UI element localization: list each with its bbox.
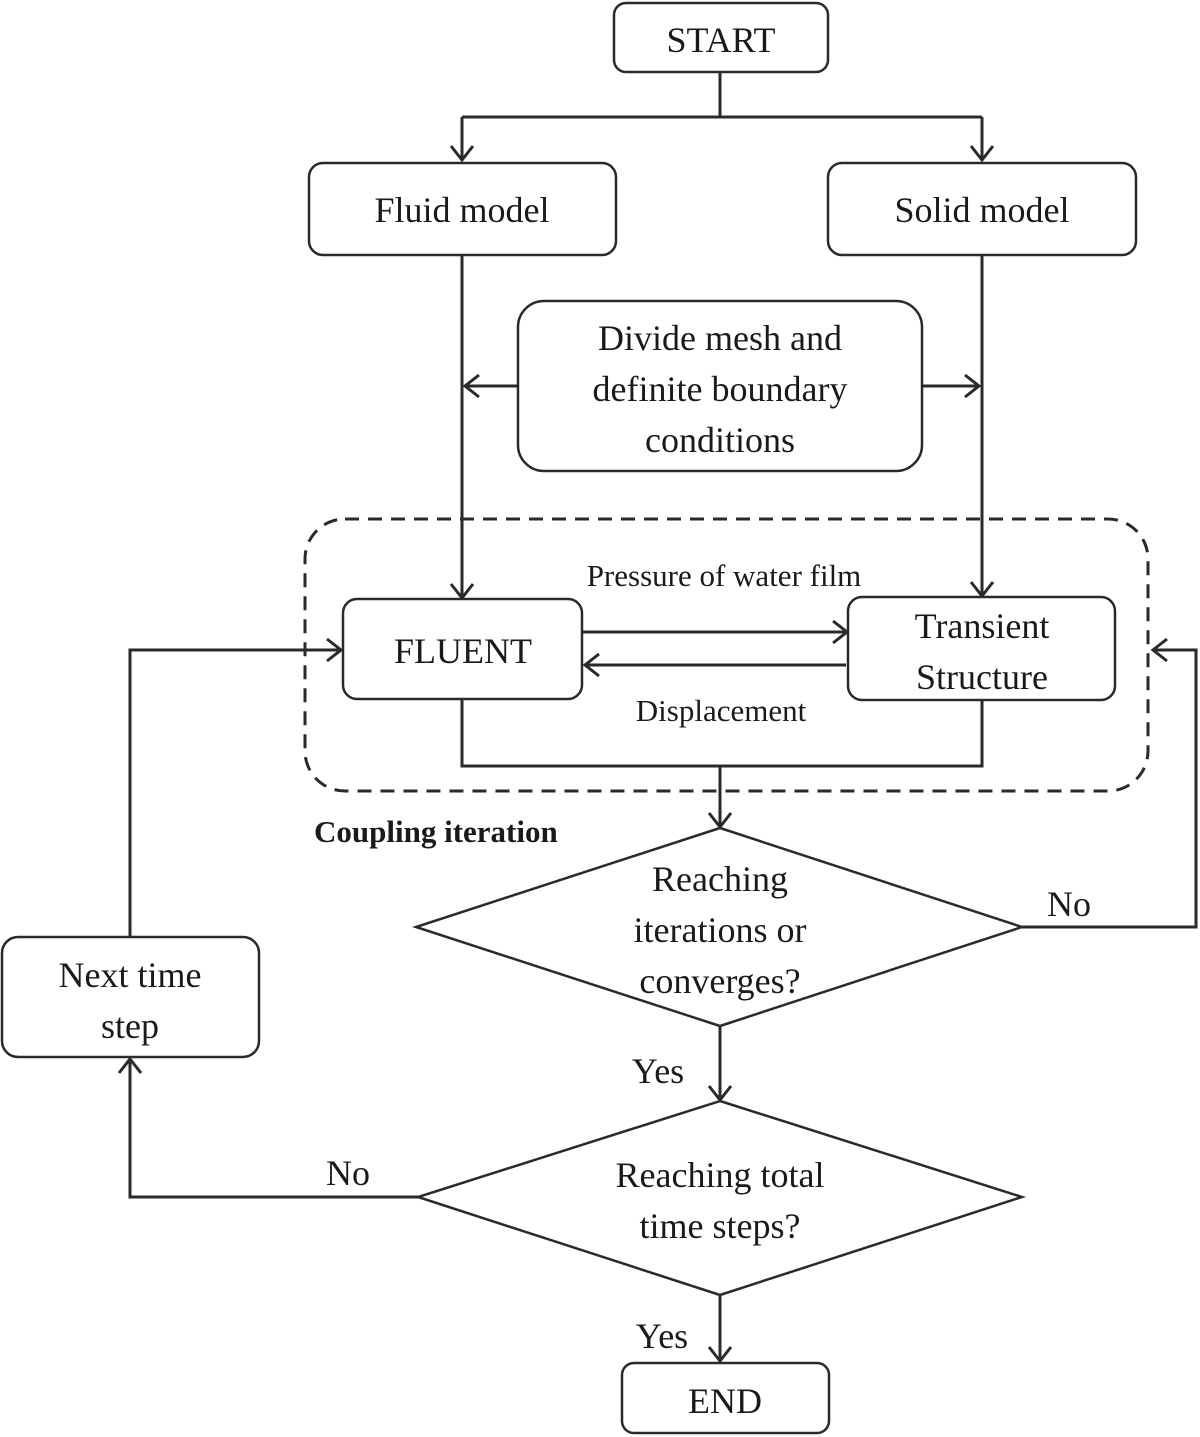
- fluid-model-label: Fluid model: [374, 190, 549, 230]
- decision-iterations-node: [411, 826, 1027, 1028]
- edge-time-no: [128, 1060, 418, 1199]
- edge-iter-no: [1022, 648, 1198, 929]
- decision-time-steps-node: [413, 1099, 1027, 1297]
- decision-iter-line-1: Reaching: [652, 859, 788, 899]
- next-time-step-node: [0, 935, 261, 1059]
- coupling-iteration-group: [303, 517, 1150, 793]
- next-step-line-1: Next time: [59, 955, 202, 995]
- solid-model-label: Solid model: [894, 190, 1069, 230]
- arrowhead-iter-no: [1150, 637, 1168, 663]
- end-node: [620, 1361, 831, 1435]
- mesh-label-line-1: Divide mesh and: [598, 318, 842, 358]
- edge-next-fluent: [128, 648, 340, 936]
- transient-label-line-1: Transient: [915, 606, 1050, 646]
- transient-label-line-2: Structure: [916, 657, 1048, 697]
- arrowhead-time-no: [117, 1056, 143, 1074]
- start-label: START: [667, 20, 776, 60]
- arrowhead-time-yes: [707, 1346, 733, 1364]
- edge-merge: [460, 699, 984, 826]
- solid-model-node: [826, 161, 1138, 257]
- end-label: END: [688, 1381, 762, 1421]
- fluent-node: [341, 597, 584, 701]
- mesh-label-line-3: conditions: [645, 420, 795, 460]
- decision-time-line-1: Reaching total: [616, 1155, 825, 1195]
- arrowhead-to-solid: [969, 145, 995, 163]
- displacement-label: Displacement: [636, 693, 807, 728]
- transient-structure-node: [846, 595, 1117, 702]
- decision-iter-line-3: converges?: [639, 961, 800, 1001]
- edge-start-split: [460, 72, 984, 158]
- decision-iter-line-2: iterations or: [634, 910, 807, 950]
- start-node: [612, 1, 830, 74]
- time-no-label: No: [326, 1153, 370, 1193]
- arrowhead-mesh-right: [964, 373, 982, 399]
- decision-time-line-2: time steps?: [640, 1206, 801, 1246]
- next-step-line-2: step: [101, 1006, 159, 1046]
- iter-no-label: No: [1047, 884, 1091, 924]
- arrowhead-next-fluent: [326, 637, 344, 663]
- arrowhead-mesh-left: [462, 373, 480, 399]
- pressure-label: Pressure of water film: [587, 558, 862, 593]
- fluid-model-node: [307, 161, 618, 257]
- mesh-node: [516, 299, 924, 473]
- fluent-label: FLUENT: [394, 631, 532, 671]
- coupling-iteration-label: Coupling iteration: [314, 814, 558, 849]
- arrowhead-displacement: [582, 652, 600, 678]
- mesh-label-line-2: definite boundary: [593, 369, 848, 409]
- time-yes-label: Yes: [636, 1316, 688, 1356]
- iter-yes-label: Yes: [632, 1051, 684, 1091]
- arrowhead-to-fluid: [449, 145, 475, 163]
